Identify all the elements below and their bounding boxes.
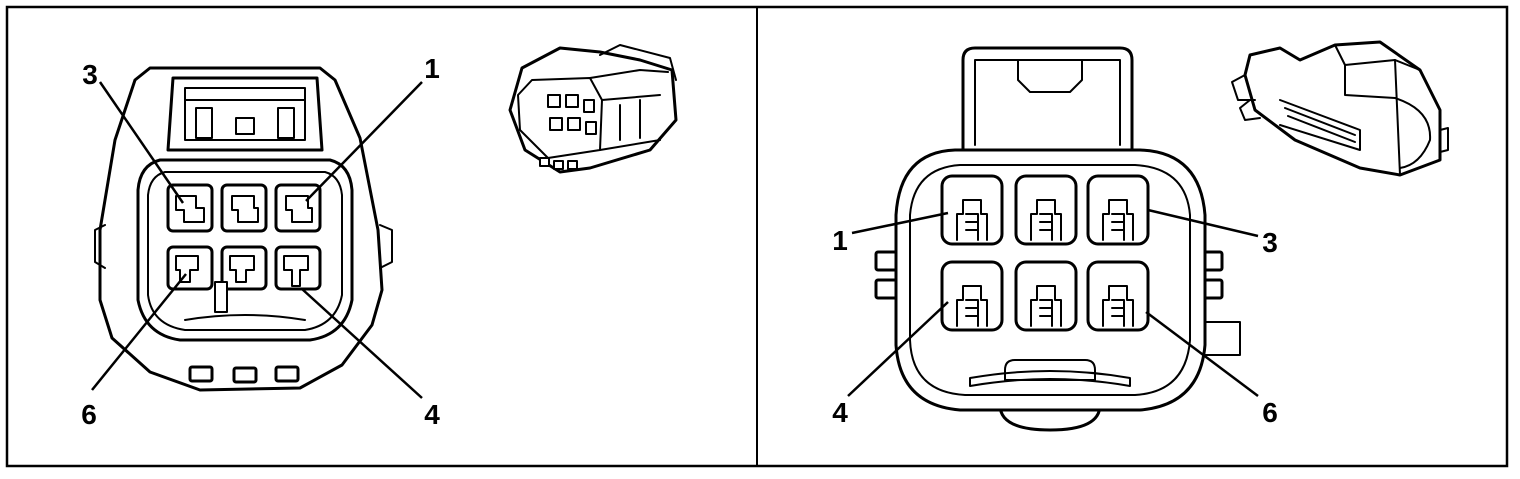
- terminal-blades: [956, 199, 1134, 327]
- left-panel: 3 1 6 4: [81, 44, 678, 430]
- callout-label: 4: [832, 397, 848, 428]
- callout-label: 6: [81, 399, 97, 430]
- left-connector-iso-view: [508, 44, 678, 174]
- callout-label: 1: [832, 225, 848, 256]
- callout-label: 3: [1262, 227, 1278, 258]
- callout-label: 4: [424, 399, 440, 430]
- right-connector-iso-view: [1231, 40, 1449, 177]
- right-panel: 1 3 4 6: [832, 40, 1449, 432]
- right-connector-face-view: [874, 46, 1241, 432]
- callout-label: 3: [82, 59, 98, 90]
- callout-label: 1: [424, 53, 440, 84]
- left-leader-lines: [91, 81, 423, 399]
- right-leader-lines: [847, 208, 1259, 397]
- left-connector-face-view: [94, 66, 393, 392]
- callout-label: 6: [1262, 397, 1278, 428]
